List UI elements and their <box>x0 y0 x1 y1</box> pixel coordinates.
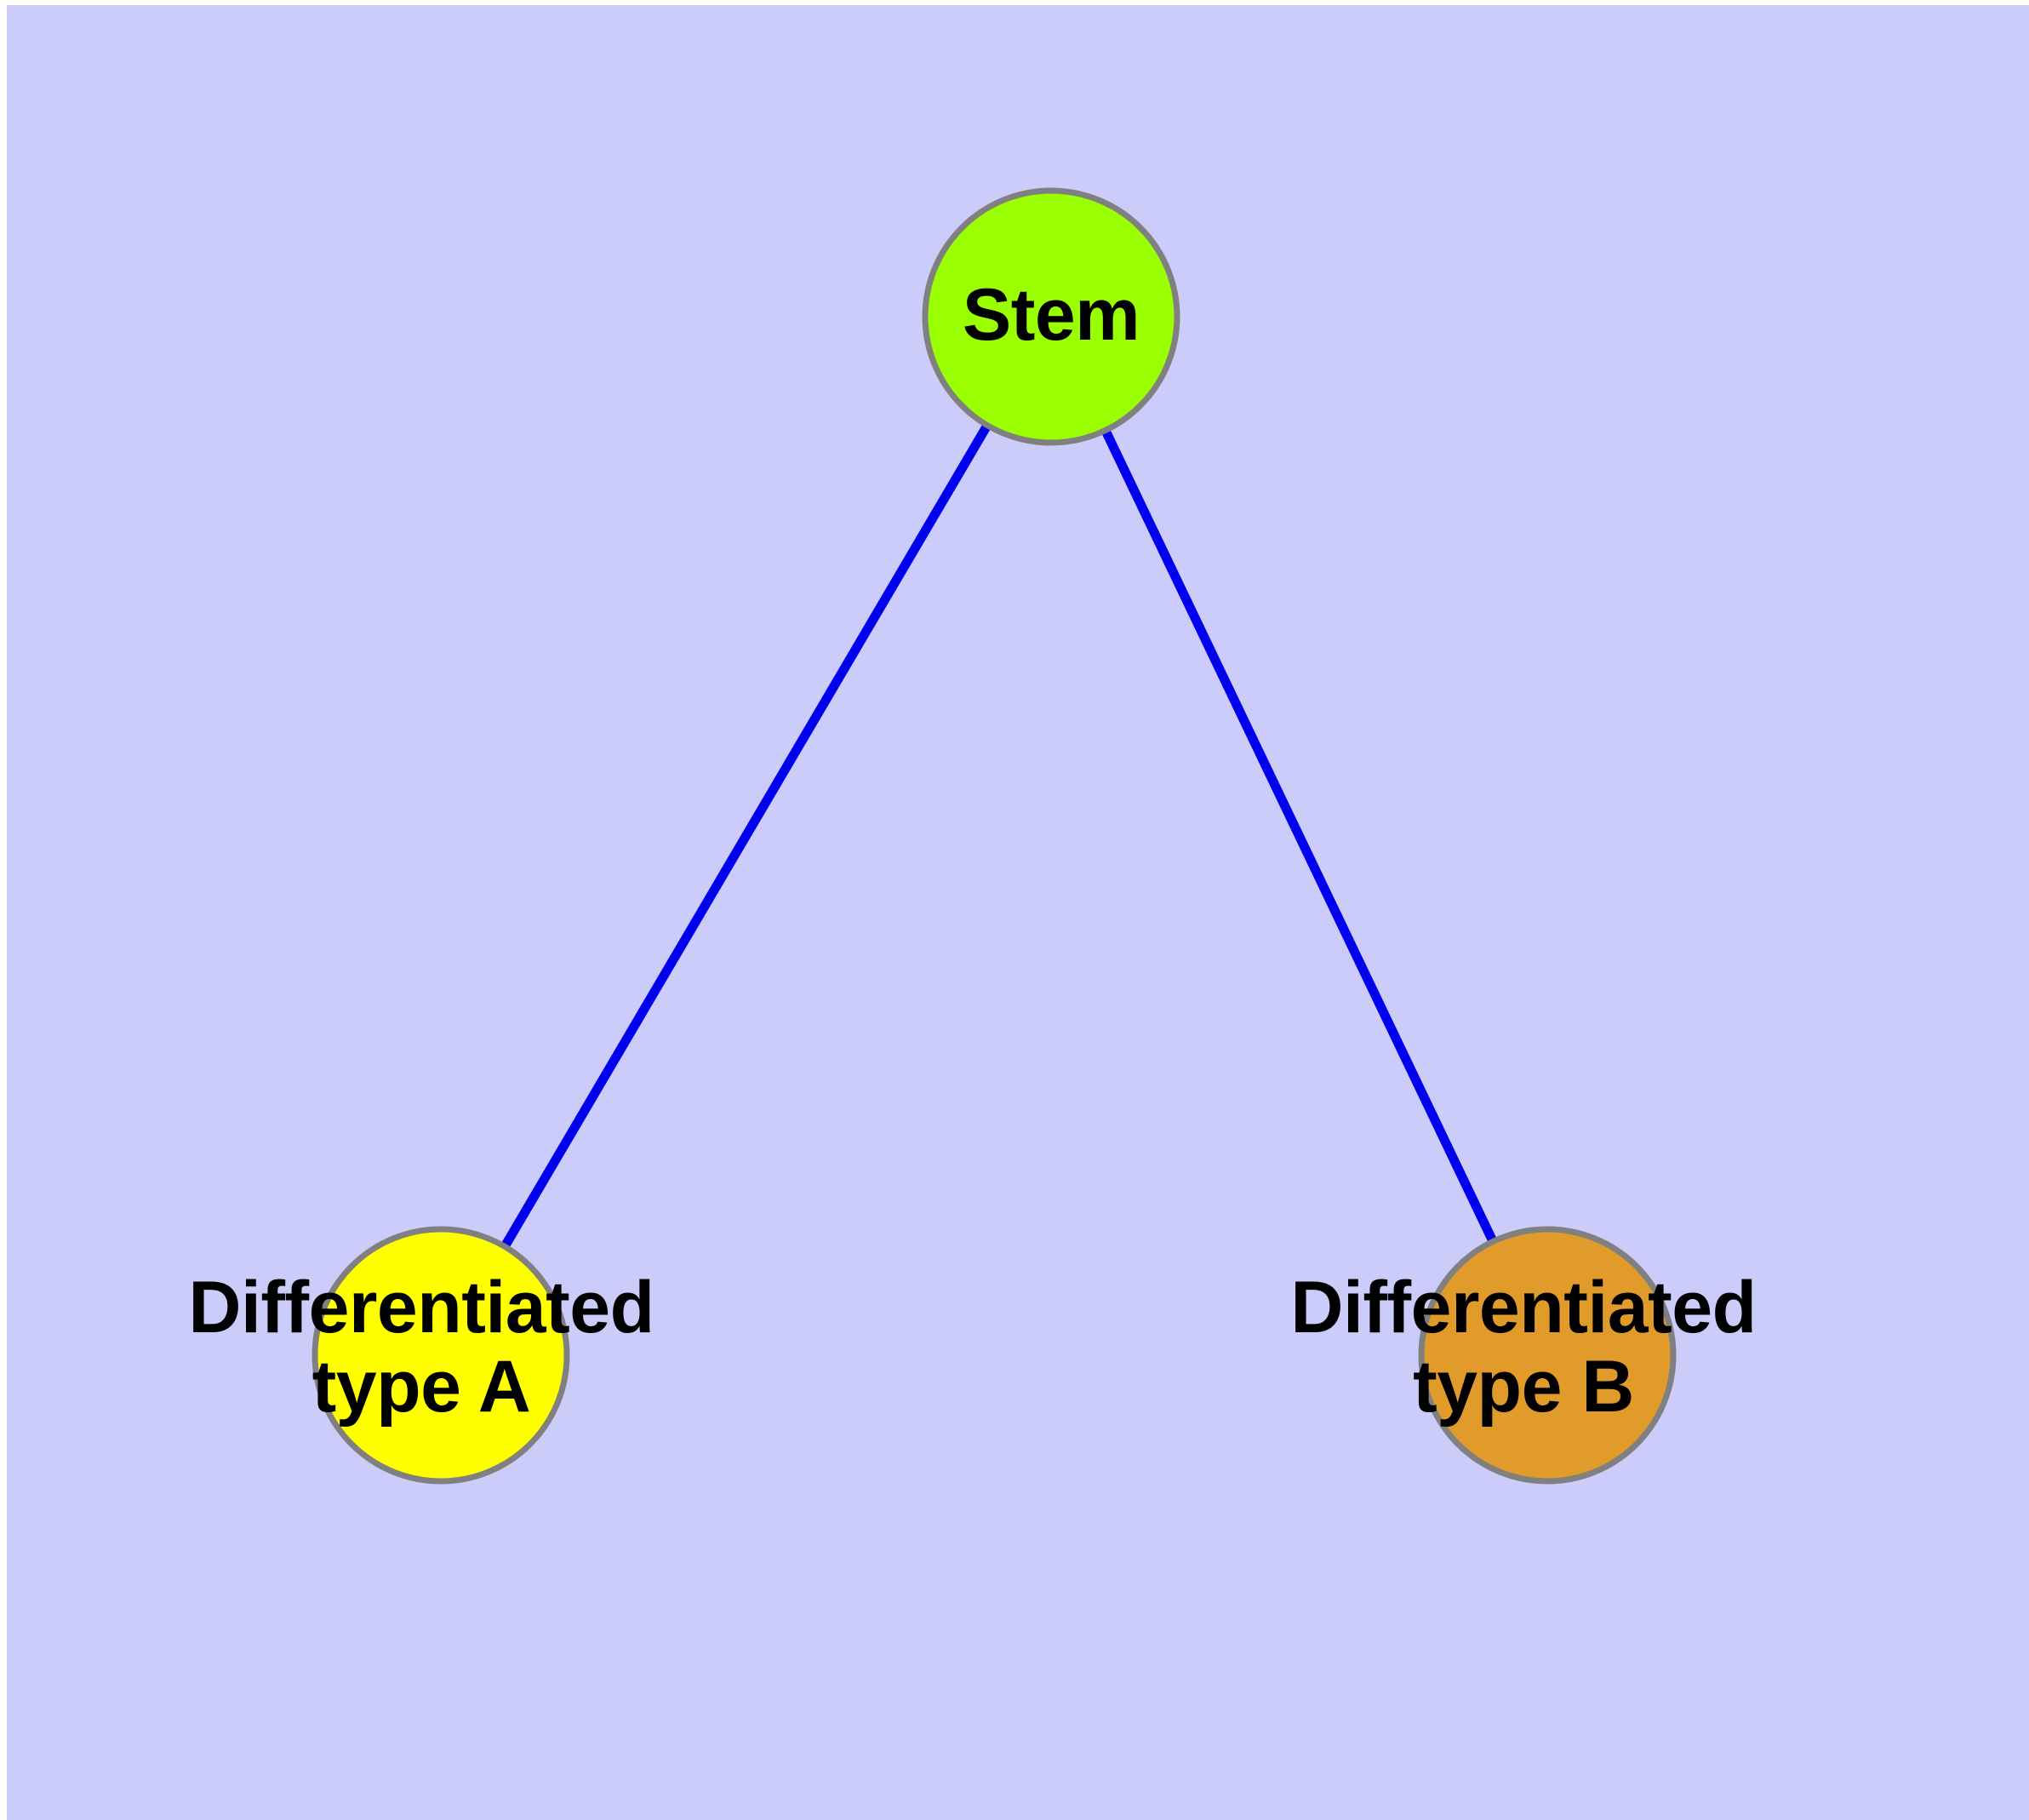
edge-stem-to-diff-a <box>437 314 1055 1358</box>
edge-stem-to-diff-b <box>1047 314 1552 1358</box>
node-diff-b-circle[interactable] <box>1418 1226 1677 1485</box>
node-diff-a-circle[interactable] <box>311 1226 570 1485</box>
edge-layer <box>437 314 1552 1358</box>
node-layer <box>311 187 1677 1485</box>
node-stem-circle[interactable] <box>922 187 1180 446</box>
